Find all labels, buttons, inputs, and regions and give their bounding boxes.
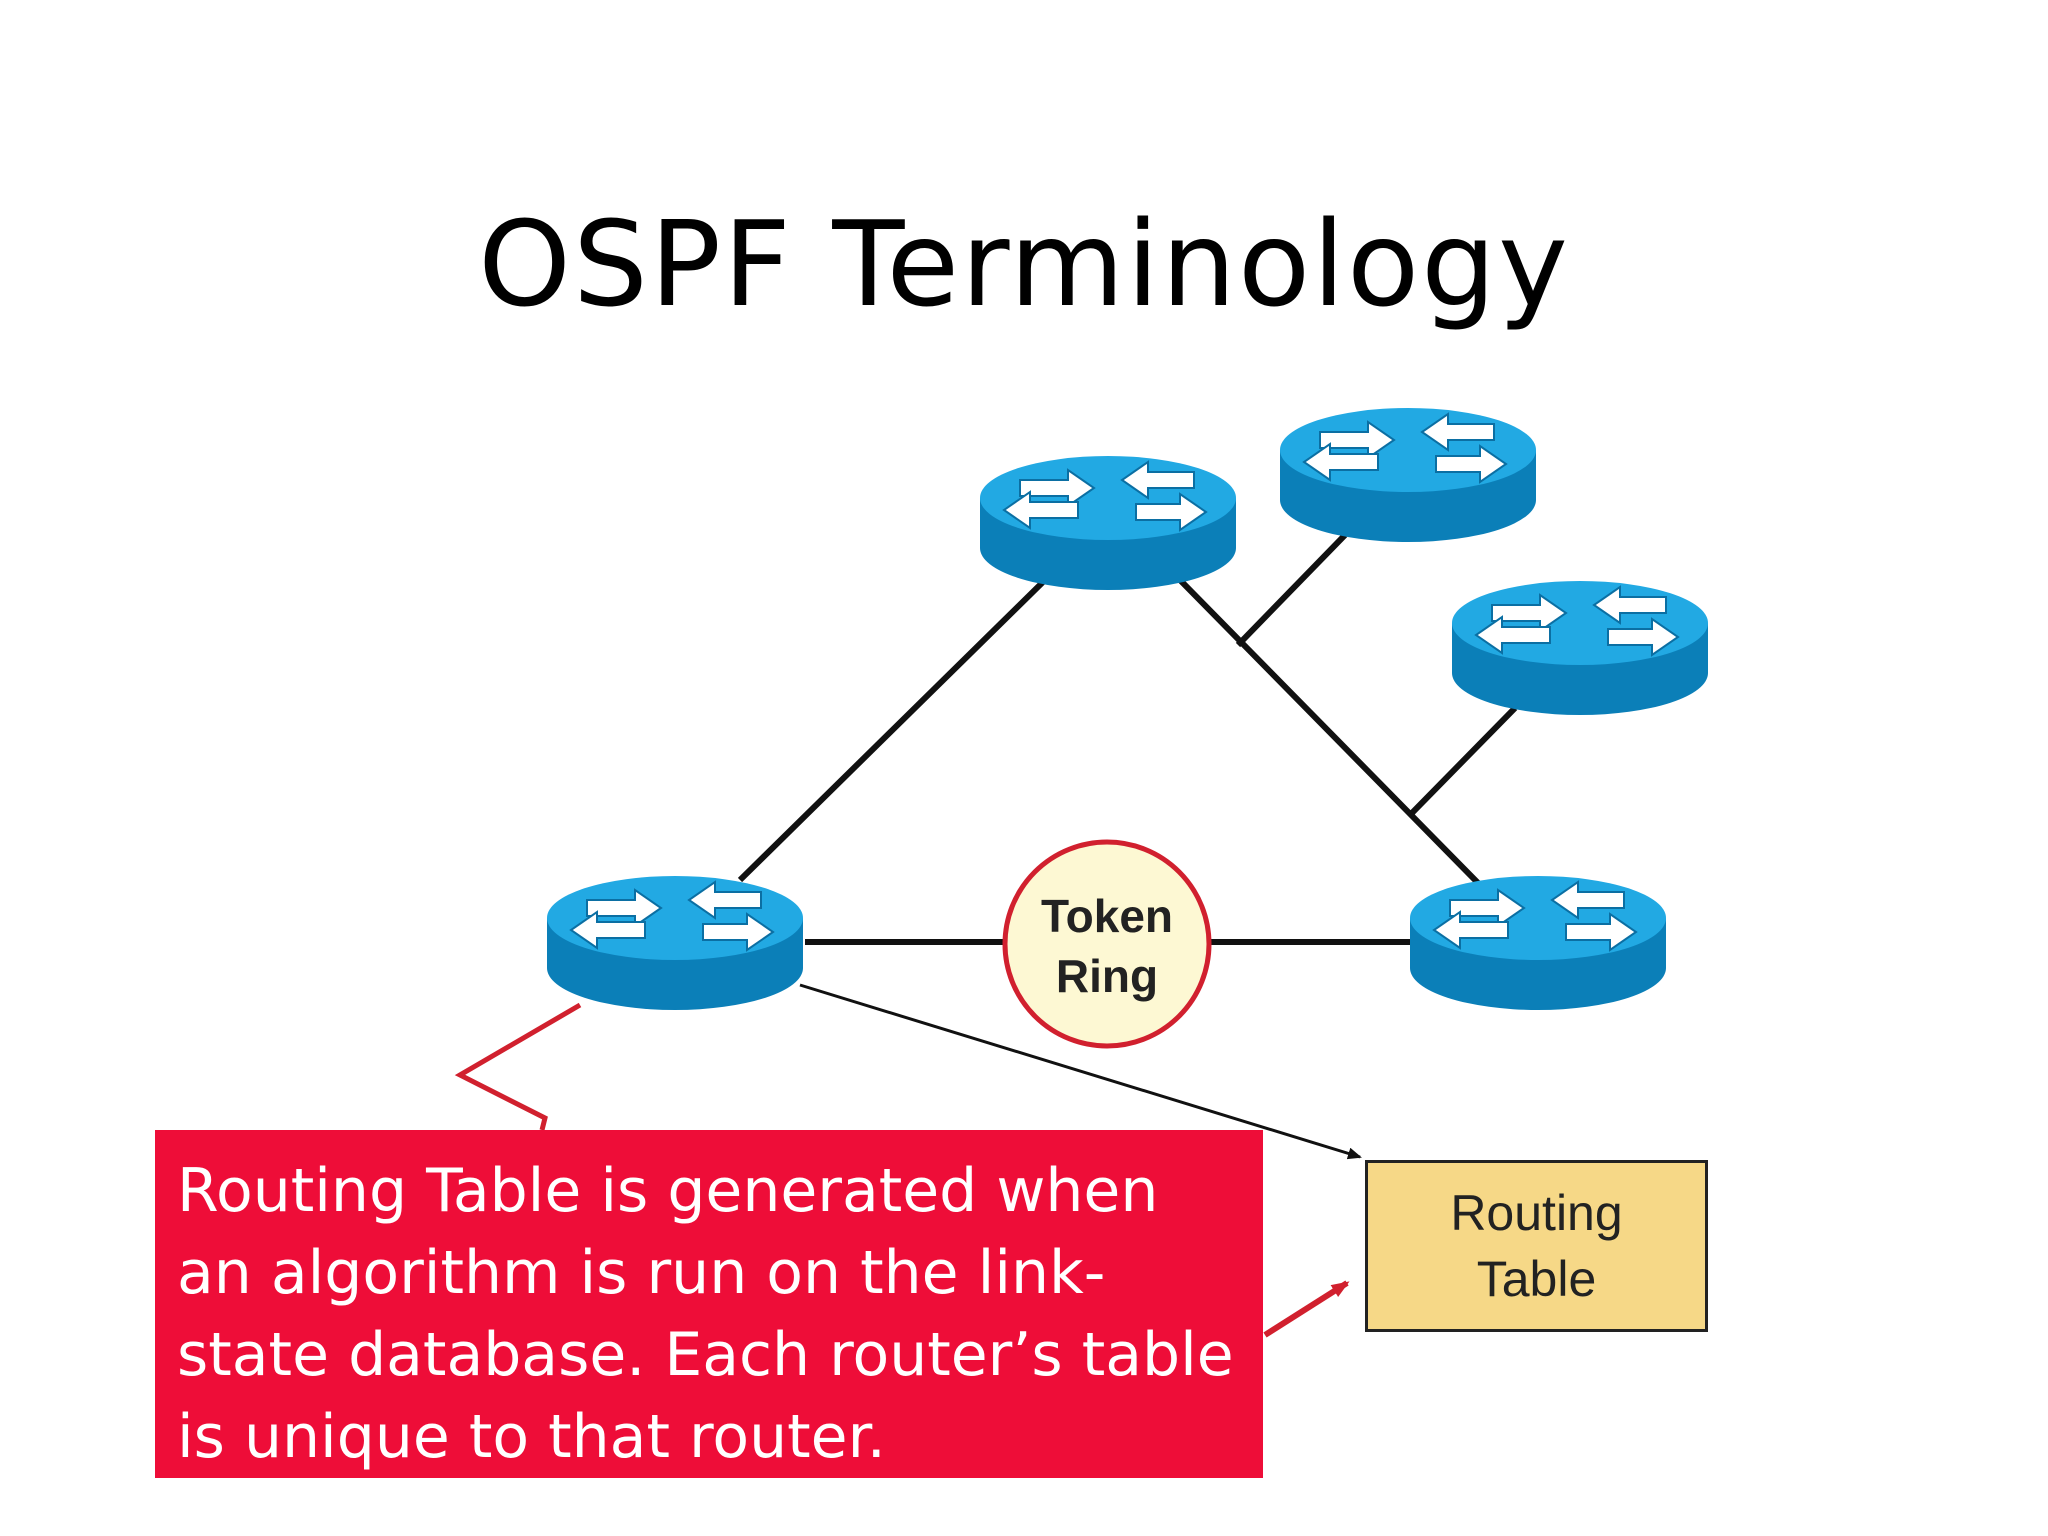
router-left-icon (546, 875, 804, 1011)
link-right-middle-branch (1407, 705, 1518, 818)
link-top-right-branch (1235, 532, 1348, 648)
callout-text: Routing Table is generated when an algor… (177, 1156, 1234, 1472)
token-ring-label-line2: Ring (1056, 950, 1158, 1002)
routing-table-label-line2: Table (1476, 1251, 1597, 1307)
callout-box: Routing Table is generated when an algor… (155, 1130, 1263, 1478)
routing-table-arrow (799, 983, 1362, 1160)
callout-to-table-arrow (1263, 1280, 1350, 1338)
router-top-right-icon (1279, 407, 1537, 543)
link-top-right (1177, 577, 1483, 888)
token-ring-label-line1: Token (1041, 890, 1173, 942)
routing-table-label-line1: Routing (1450, 1185, 1623, 1241)
token-ring-circle (1002, 839, 1212, 1049)
callout-pointer-line (454, 1002, 582, 1131)
router-right-middle-icon (1451, 580, 1709, 716)
link-left-top (737, 577, 1048, 883)
router-top-icon (979, 455, 1237, 591)
routing-table-box: Routing Table (1365, 1160, 1708, 1332)
slide-title: OSPF Terminology (478, 195, 1570, 333)
routing-table-label: Routing Table (1450, 1180, 1622, 1312)
router-right-icon (1409, 875, 1667, 1011)
